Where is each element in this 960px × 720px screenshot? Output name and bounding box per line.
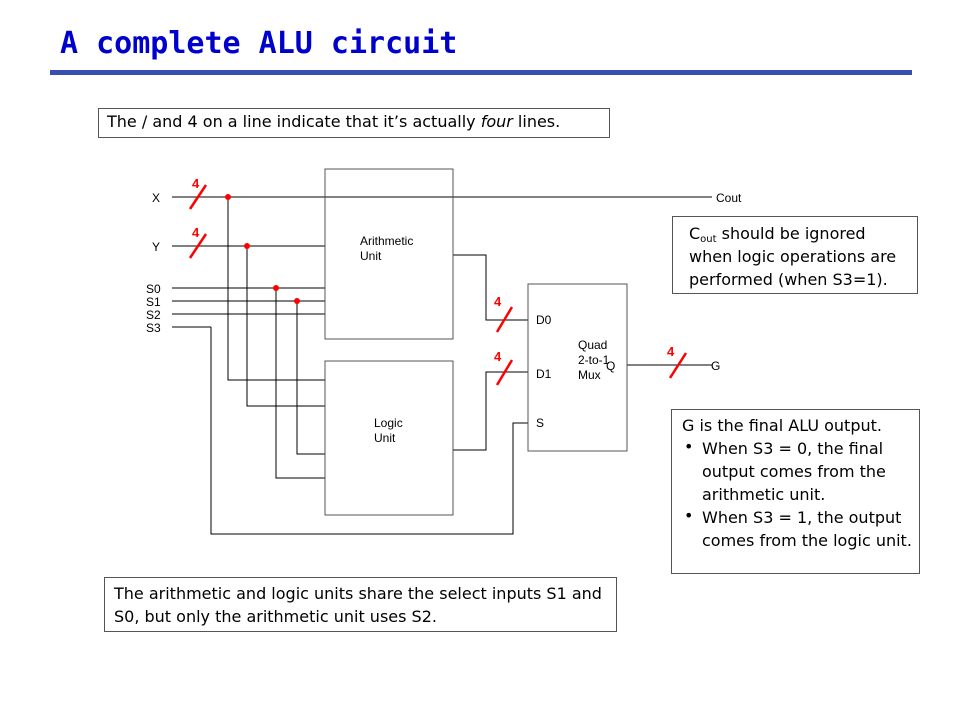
slide-title: A complete ALU circuit (60, 26, 458, 61)
select-inputs-note: The arithmetic and logic units share the… (104, 577, 617, 632)
g-output-note: G is the final ALU output. When S3 = 0, … (671, 409, 920, 574)
input-label-x: X (152, 191, 160, 205)
input-labels: X Y S0 S1 S2 S3 (146, 191, 161, 335)
junction-dots (225, 194, 300, 304)
bus-width-labels: 4 4 4 4 4 (192, 176, 675, 364)
cout-note: Cout should be ignored when logic operat… (672, 216, 918, 294)
cout-note-text: should be ignored when logic operations … (689, 224, 897, 289)
g-note-bullet: When S3 = 1, the output comes from the l… (682, 504, 913, 552)
junction-dot (273, 285, 279, 291)
output-label-cout: Cout (716, 191, 742, 205)
block-labels: Arithmetic Unit Logic Unit Quad 2-to-1 M… (360, 191, 742, 445)
bus-note-text-after: lines. (512, 112, 561, 131)
junction-dot (294, 298, 300, 304)
input-label-s2: S2 (146, 308, 161, 322)
cout-note-c: C (689, 224, 701, 243)
bus-notation-note: The / and 4 on a line indicate that it’s… (98, 108, 610, 138)
mux-label-2: 2-to-1 (578, 353, 610, 367)
mux-port-q: Q (606, 359, 615, 373)
bus-marker-slash (668, 352, 688, 379)
logic-unit-label-2: Unit (374, 431, 396, 445)
bus-marker-slash (495, 359, 514, 386)
input-label-s0: S0 (146, 282, 161, 296)
arithmetic-unit-label-1: Arithmetic (360, 234, 413, 248)
mux-port-d1: D1 (536, 367, 552, 381)
bus-marker-slash (188, 233, 208, 259)
g-note-lead: G is the final ALU output. (682, 416, 882, 435)
bus-width-label: 4 (494, 349, 502, 364)
title-rule (50, 70, 912, 75)
bus-width-label: 4 (192, 176, 200, 191)
arithmetic-unit-label-2: Unit (360, 249, 382, 263)
g-note-bullet: When S3 = 0, the final output comes from… (682, 435, 913, 506)
mux-label-3: Mux (578, 368, 601, 382)
bus-width-label: 4 (494, 294, 502, 309)
bus-width-label: 4 (192, 225, 200, 240)
junction-dot (225, 194, 231, 200)
mux-label-1: Quad (578, 338, 607, 352)
g-note-list: When S3 = 0, the final output comes from… (682, 435, 913, 552)
mux-port-s: S (536, 416, 544, 430)
wires (172, 168, 712, 535)
cout-note-sub: out (700, 234, 717, 245)
mux-port-d0: D0 (536, 313, 552, 327)
logic-unit-label-1: Logic (374, 416, 403, 430)
bus-note-emphasis: four (480, 112, 513, 131)
input-label-s3: S3 (146, 321, 161, 335)
junction-dot (244, 243, 250, 249)
bus-markers (188, 184, 688, 386)
output-label-g: G (711, 359, 720, 373)
bus-marker-slash (188, 184, 208, 210)
input-label-s1: S1 (146, 295, 161, 309)
bus-note-text-before: The / and 4 on a line indicate that it’s… (107, 112, 481, 131)
bus-marker-slash (495, 306, 514, 333)
input-label-y: Y (152, 240, 160, 254)
bus-width-label: 4 (667, 344, 675, 359)
